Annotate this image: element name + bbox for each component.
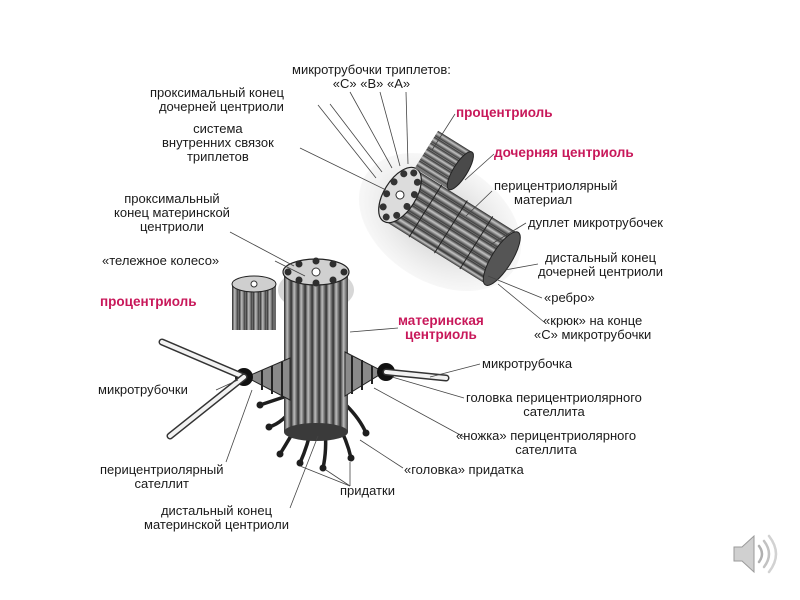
label-pericentriolar-satellite: перицентриолярный сателлит xyxy=(100,462,224,491)
label-procentriole-top: процентриоль xyxy=(456,105,553,120)
procentriole-left-drawing xyxy=(231,275,277,330)
speaker-icon[interactable] xyxy=(726,528,778,580)
label-proximal-mother: проксимальный конец материнской центриол… xyxy=(114,191,230,234)
label-hook: «крюк» на конце «С» микротрубочки xyxy=(534,313,652,342)
label-proximal-daughter: проксимальный конец дочерней центриоли xyxy=(150,85,284,114)
mother-tubes xyxy=(284,272,348,432)
label-microtubules-left: микротрубочки xyxy=(98,382,188,397)
label-distal-daughter: дистальный конец дочерней центриоли xyxy=(538,250,663,279)
label-distal-mother: дистальный конец материнской центриоли xyxy=(144,503,289,532)
label-system-links: система внутренних связок триплетов xyxy=(162,121,274,164)
mother-centriole-drawing xyxy=(158,257,450,472)
label-rib: «ребро» xyxy=(544,290,595,305)
label-satellite-foot: «ножка» перицентриолярного сателлита xyxy=(456,428,637,457)
label-appendages: придатки xyxy=(340,483,395,498)
label-procentriole-left: процентриоль xyxy=(100,294,197,309)
label-satellite-head: головка перицентриолярного сателлита xyxy=(466,390,642,419)
label-doublet: дуплет микротрубочек xyxy=(528,215,663,230)
leader-lines xyxy=(215,91,545,509)
daughter-centriole-drawing xyxy=(358,130,522,292)
label-appendage-head: «головка» придатка xyxy=(404,462,524,477)
label-pericentriolar-material: перицентриолярный материал xyxy=(494,178,618,207)
label-cartwheel: «тележное колесо» xyxy=(102,253,220,268)
label-mother-centriole: материнская центриоль xyxy=(398,313,484,342)
label-daughter-centriole: дочерняя центриоль xyxy=(494,145,634,160)
label-triplet-microtubules: микротрубочки триплетов: «С» «В» «А» xyxy=(292,62,451,91)
microtubule-rods xyxy=(158,338,450,440)
label-microtubule-right: микротрубочка xyxy=(482,356,573,371)
